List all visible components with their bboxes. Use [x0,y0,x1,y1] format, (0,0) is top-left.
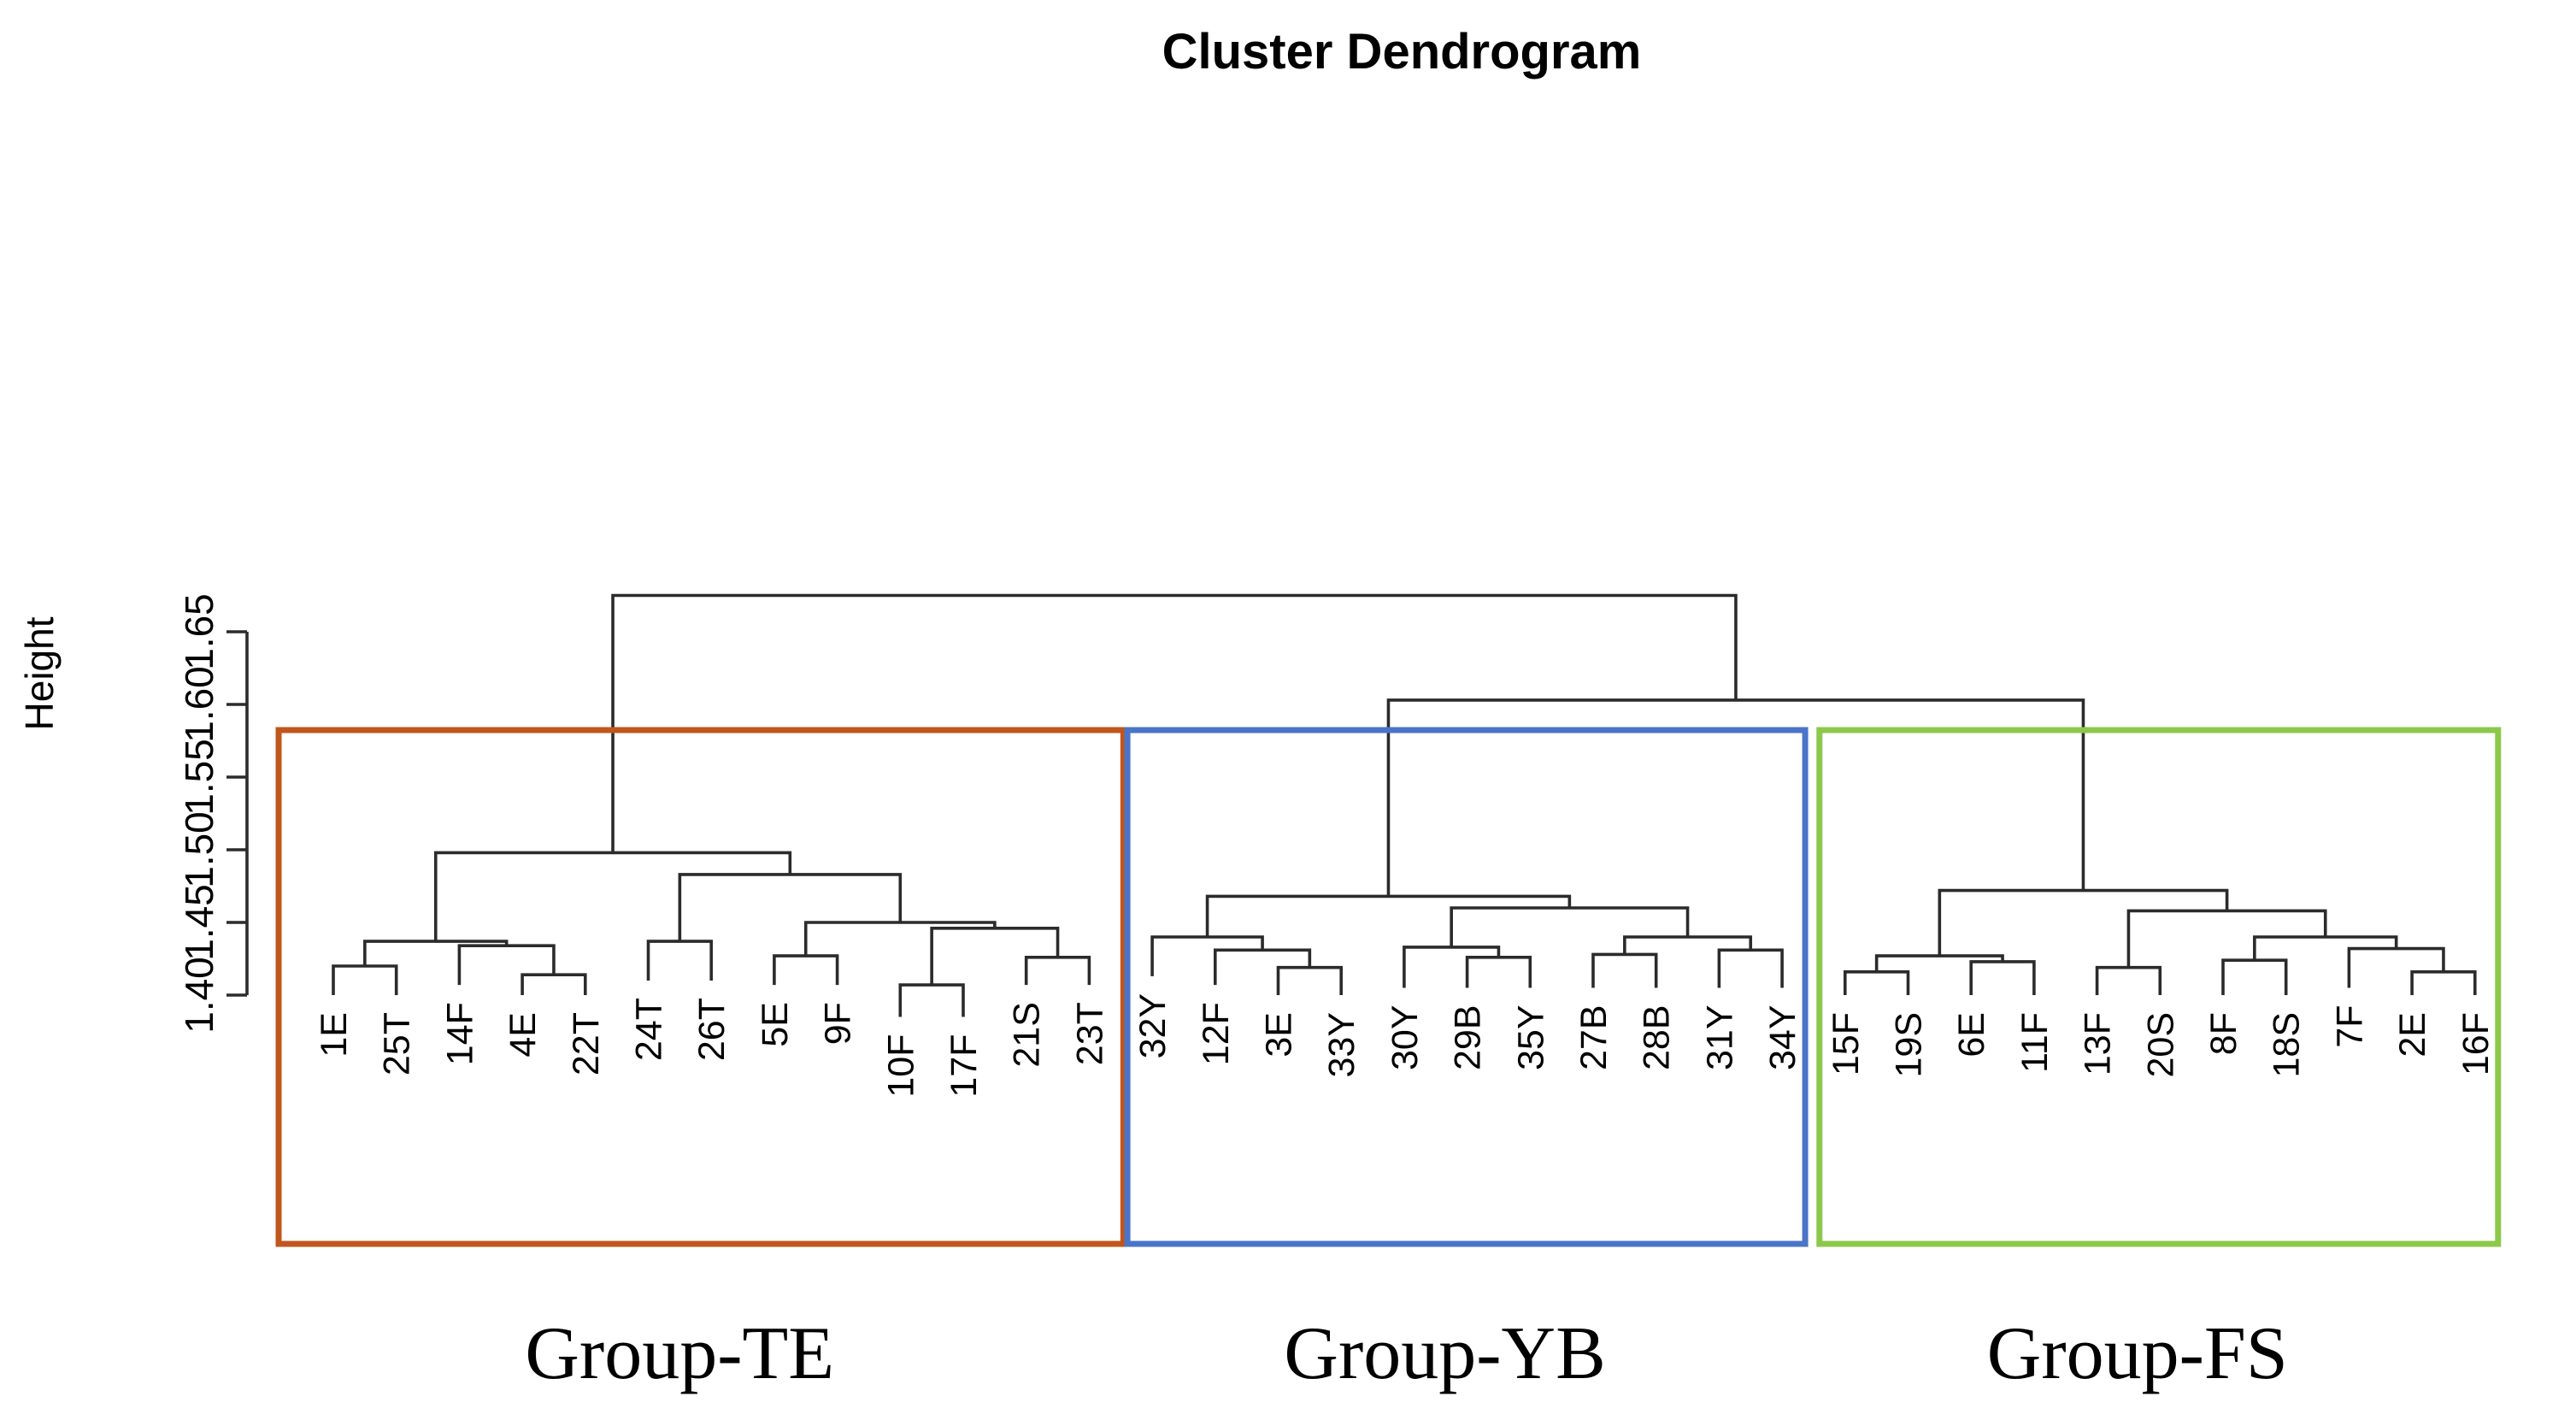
leaf-label: 16F [2455,1012,2497,1075]
leaf-label: 30Y [1385,1005,1426,1071]
dendrogram-link [457,944,556,986]
group-label: Group-FS [1987,1312,2288,1395]
dendrogram-link [520,973,587,995]
leaf-label: 27B [1573,1005,1614,1071]
leaf-label: 13F [2078,1012,2119,1075]
group-label: Group-TE [525,1312,834,1395]
dendrogram-link [1205,894,1572,937]
dendrogram-link [1591,952,1658,988]
leaf-label: 15F [1826,1012,1867,1075]
dendrogram-link [773,954,839,986]
leaf-label: 14F [439,1002,480,1065]
dendrogram-link [2410,970,2477,995]
leaf-label: 9F [818,1002,859,1045]
leaf-label: 20S [2140,1012,2181,1078]
leaf-label: 6E [1951,1012,1992,1058]
leaf-label: 25T [377,1012,418,1075]
dendrogram-link [1938,888,2229,957]
leaf-label: 29B [1448,1005,1489,1071]
group-box [1124,727,1808,1247]
y-tick-label: 1.40 [177,957,221,1034]
leaf-label: 12F [1196,1002,1237,1065]
chart-title: Cluster Dendrogram [1162,24,1642,80]
y-tick-label: 1.65 [177,593,221,670]
leaf-label: 1E [314,1012,355,1058]
leaf-label: 33Y [1321,1012,1362,1078]
dendrogram-link [1969,960,2036,995]
leaf-label: 10F [880,1034,921,1098]
leaf-label: 31Y [1699,1005,1740,1071]
leaf-label: 28B [1637,1005,1678,1071]
y-tick-label: 1.55 [177,739,221,816]
leaf-label: 17F [944,1034,985,1098]
dendrogram-link [611,593,1738,853]
y-tick-label: 1.45 [177,884,221,961]
dendrogram-link [332,964,398,995]
dendrogram-link [1465,956,1532,988]
dendrogram-link [1717,948,1784,988]
leaf-label: 3E [1259,1012,1300,1058]
leaf-label: 7F [2329,1005,2370,1048]
leaf-label: 21S [1007,1002,1048,1068]
y-axis: 1.401.451.501.551.601.65 [177,593,249,1034]
dendrogram-link [2095,965,2162,995]
leaf-label: 4E [503,1012,544,1058]
dendrogram-link [1450,906,1690,947]
leaf-label: 24T [629,998,670,1061]
dendrogram-link [1623,935,1753,955]
group-box [275,727,1126,1247]
dendrogram-link [1276,965,1343,995]
leaf-label: 32Y [1132,993,1173,1059]
leaf-label: 26T [691,998,732,1061]
dendrogram-link [646,940,713,981]
group-label: Group-YB [1284,1312,1605,1395]
leaf-label: 18S [2267,1012,2308,1078]
leaf-label: 19S [1889,1012,1930,1078]
leaf-label: 22T [566,1012,607,1075]
y-axis-label: Height [17,616,62,730]
dendrogram-link [2347,946,2445,988]
leaf-label: 23T [1069,1002,1110,1065]
dendrogram-link [1844,970,1910,995]
y-tick-label: 1.50 [177,811,221,888]
dendrogram-link [433,851,792,942]
dendrogram-link [678,873,903,942]
leaf-label: 8F [2203,1012,2244,1055]
dendrogram-link [898,983,965,1017]
leaf-labels: 1E 25T 14F 4E 22T 24T 26T 5E 9F 10F 17F 21S 23T 32Y 12… [314,993,2497,1098]
dendrogram-link [1150,935,1264,976]
dendrogram-link [2221,958,2288,995]
leaf-label: 34Y [1762,1005,1803,1071]
dendrogram-tree [332,593,2477,1017]
dendrogram-link [1874,954,2004,972]
dendrogram-link [1403,946,1501,988]
y-tick-label: 1.60 [177,666,221,743]
leaf-label: 5E [755,1002,796,1047]
group-box [1816,727,2502,1247]
leaf-label: 2E [2392,1012,2433,1058]
group-boxes: Group-TE Group-YB Group-FS [275,727,2502,1395]
leaf-label: 11F [2014,1012,2056,1073]
leaf-label: 35Y [1510,1005,1551,1071]
dendrogram-link [1024,956,1091,986]
